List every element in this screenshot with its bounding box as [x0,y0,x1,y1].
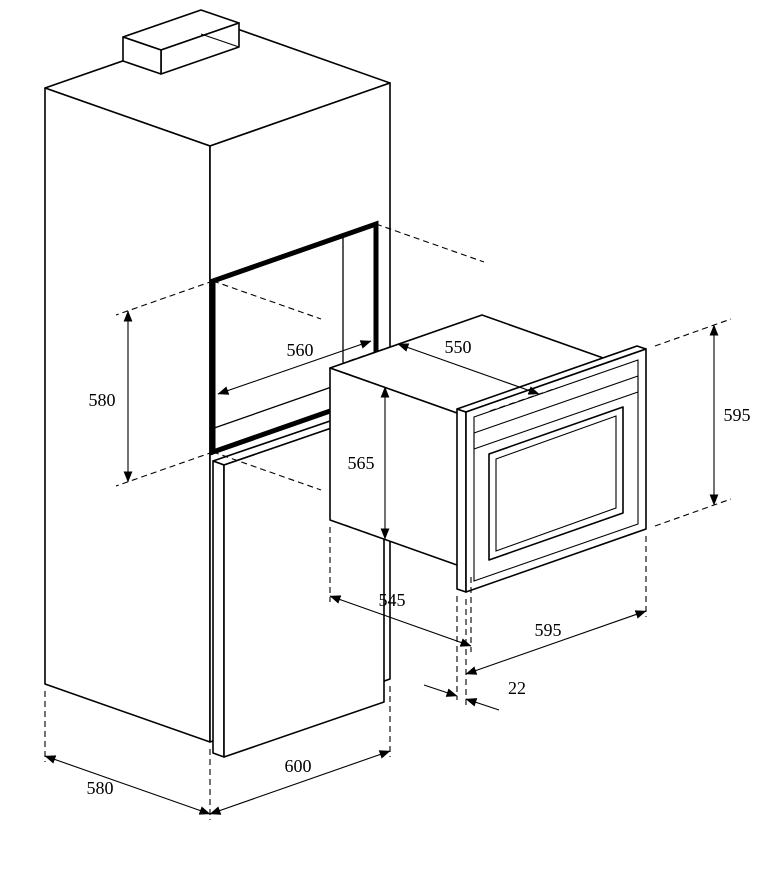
extension-line [489,387,558,412]
panel-side-edge [456,408,467,593]
dim-label-niche-width: 560 [287,340,314,360]
extension-line [348,337,417,362]
dim-label-cabinet-width: 600 [285,756,312,776]
alignment-ray [375,223,485,263]
dim-arrow-overhang-left [423,684,458,697]
dim-line-bottom-depth [329,595,472,647]
dim-line-cabinet-depth [44,755,211,815]
extension-line [344,524,421,553]
dim-label-oven-depth: 550 [445,337,472,357]
dim-arrow-overhang-right [465,698,500,711]
dim-label-panel-width: 595 [535,620,562,640]
dimension-annotations: 560 580 550 565 595 545 595 [44,223,751,820]
oven-handle [473,375,639,450]
dim-label-bottom-depth: 545 [379,590,406,610]
extension-line [654,498,732,527]
oven-door-window-outer [488,406,624,561]
dim-line-panel-width [465,610,647,675]
dim-label-panel-height: 595 [724,405,751,425]
panel-front-face [465,348,647,593]
door-side-edge [212,460,225,758]
alignment-ray [212,280,322,320]
top-break-block [122,9,240,75]
dim-label-cabinet-depth: 580 [87,778,114,798]
extension-line [654,318,732,347]
dim-label-oven-height: 565 [348,453,375,473]
dim-label-niche-height: 580 [89,390,116,410]
alignment-ray [212,451,322,491]
oven-door-window-inner [495,415,617,552]
extension-line [344,372,421,401]
oven-front-panel [456,345,647,593]
extension-line [115,280,214,316]
dim-line-cabinet-width [209,750,391,815]
break-block-side [122,36,162,75]
dim-line-oven-depth [397,343,540,395]
dim-label-overhang: 22 [508,678,526,698]
break-block-base-edge [200,33,240,48]
dim-line-niche-width [217,340,372,395]
panel-inner-frame [473,359,639,582]
